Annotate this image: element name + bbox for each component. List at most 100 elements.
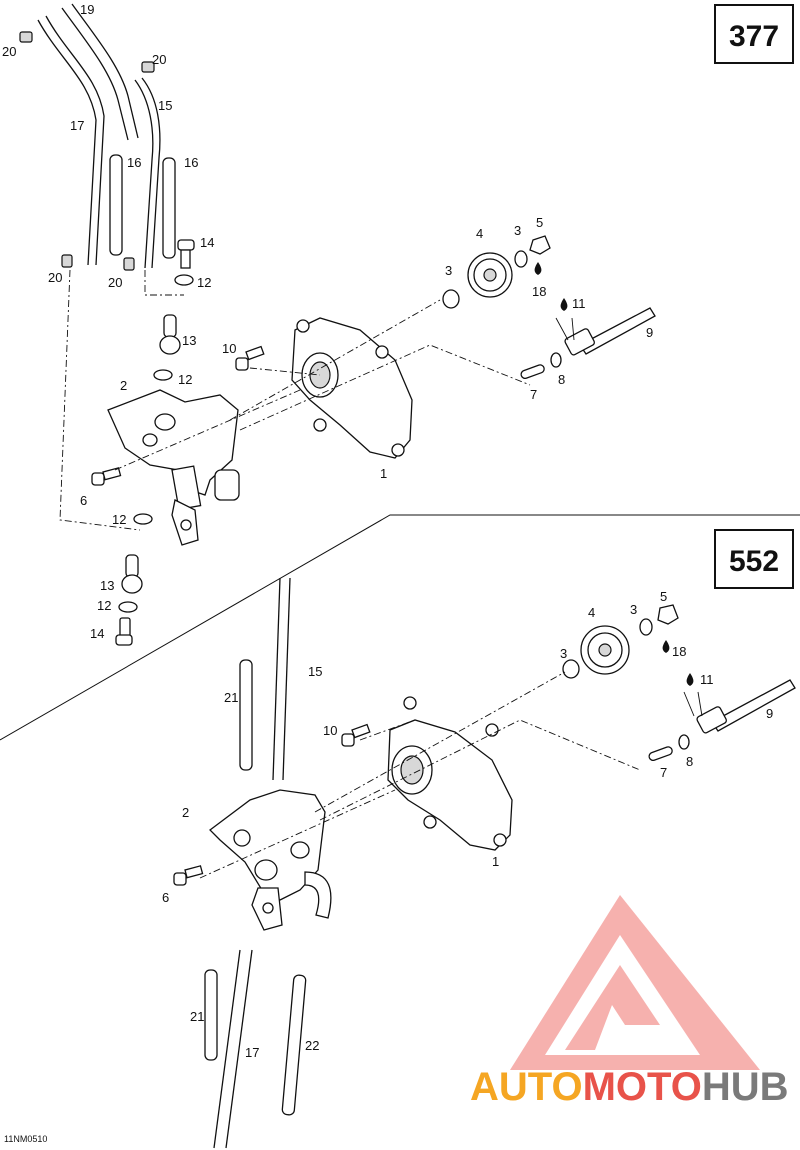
oil-drop-18-icon-bottom [662,640,670,653]
washer-3-a [442,289,460,309]
shaft-9-bottom [696,679,796,734]
callout-20b: 20 [152,52,166,67]
banjo-13-top [163,314,177,338]
tube-19 [61,7,129,141]
callout-b-15: 15 [308,664,322,679]
tube-15-bottom [272,577,281,781]
callouts-top: 19 20 20 15 17 16 16 14 12 20 20 13 10 1… [2,2,653,641]
screw-6-top [91,472,105,486]
tube-21-upper [239,659,253,771]
model-box-377 [714,4,794,64]
callout-8: 8 [558,372,565,387]
watermark-word-auto: AUTO [470,1065,583,1109]
oil-pump-body-bottom [209,789,332,931]
callout-b-11: 11 [700,672,714,687]
callout-6: 6 [80,493,87,508]
oil-drop-18-icon [534,262,542,275]
clip-20-a [19,31,33,43]
tube-17-bottom [213,949,241,1149]
watermark-text: AUTOMOTOHUB [470,1065,789,1109]
callout-16b: 16 [184,155,198,170]
callout-2: 2 [120,378,127,393]
pump-cover-1-bottom [387,696,513,851]
callout-4: 4 [476,226,483,241]
watermark-logo-icon [510,895,760,1070]
callout-b-21a: 21 [224,690,238,705]
callout-20d: 20 [108,275,122,290]
washer-12-d [118,601,138,613]
model-number-377: 377 [729,20,779,53]
callout-b-10: 10 [323,723,337,738]
callout-b-21b: 21 [190,1009,204,1024]
washer-3-b [514,250,528,268]
callout-13a: 13 [182,333,196,348]
tube-22 [281,974,307,1116]
callout-b-22: 22 [305,1038,319,1053]
callout-12a: 12 [197,275,211,290]
watermark-word-hub: HUB [702,1065,789,1109]
callout-14: 14 [200,235,214,250]
banjo-13-bottom [125,554,139,578]
gear-4-bottom [580,625,630,675]
oil-drop-11-icon-bottom [686,673,694,686]
washer-3-d [639,618,653,636]
callout-b-3b: 3 [630,602,637,617]
clip-20-c [61,254,73,268]
top-section-parts [19,3,656,646]
callout-b-18: 18 [672,644,686,659]
callout-b-2: 2 [182,805,189,820]
callouts-bottom: 15 21 10 2 6 1 3 4 3 5 18 11 9 8 7 21 17… [162,589,773,1060]
callout-b-3a: 3 [560,646,567,661]
callout-12c: 12 [112,512,126,527]
model-number-552: 552 [729,545,779,578]
shaft-9-top [564,307,656,356]
callout-20c: 20 [48,270,62,285]
model-box-552 [714,529,794,589]
callout-5: 5 [536,215,543,230]
callout-10: 10 [222,341,236,356]
callout-20a: 20 [2,44,16,59]
callout-b-9: 9 [766,706,773,721]
callout-b-17: 17 [245,1045,259,1060]
callout-9: 9 [646,325,653,340]
callout-b-4: 4 [588,605,595,620]
callout-b-1: 1 [492,854,499,869]
callout-11: 11 [572,296,586,311]
callout-b-8: 8 [686,754,693,769]
tube-16-right [162,157,176,259]
washer-12-a [174,274,194,286]
callout-14b: 14 [90,626,104,641]
tube-17 [37,19,97,266]
section-divider [0,514,800,741]
callout-3b: 3 [514,223,521,238]
tube-21-lower [204,969,218,1061]
callout-18: 18 [532,284,546,299]
washer-8-bottom [678,734,690,750]
callout-1: 1 [380,466,387,481]
screw-6-bottom [173,872,187,886]
nut-5-top [529,235,551,255]
washer-12-c [133,513,153,525]
pin-7-bottom [648,746,673,762]
washer-3-c [562,659,580,679]
callout-b-7: 7 [660,765,667,780]
pin-7-top [520,364,545,380]
callout-12b: 12 [178,372,192,387]
callout-17: 17 [70,118,84,133]
oil-drop-11-icon-top [560,298,568,311]
drawing-code: 11NM0510 [4,1134,47,1144]
bottom-section-parts [173,577,796,1149]
screw-10-bottom [341,733,355,747]
callout-b-5: 5 [660,589,667,604]
callout-7: 7 [530,387,537,402]
pump-cover-1-top [291,317,413,459]
washer-12-b [153,369,173,381]
nut-5-bottom [657,604,679,625]
clip-20-d [123,257,135,271]
tube-15 [134,79,154,269]
tube-16-left [109,154,123,256]
clip-20-b [141,61,155,73]
callout-15: 15 [158,98,172,113]
oil-pump-body-top [107,389,240,546]
callout-b-6: 6 [162,890,169,905]
